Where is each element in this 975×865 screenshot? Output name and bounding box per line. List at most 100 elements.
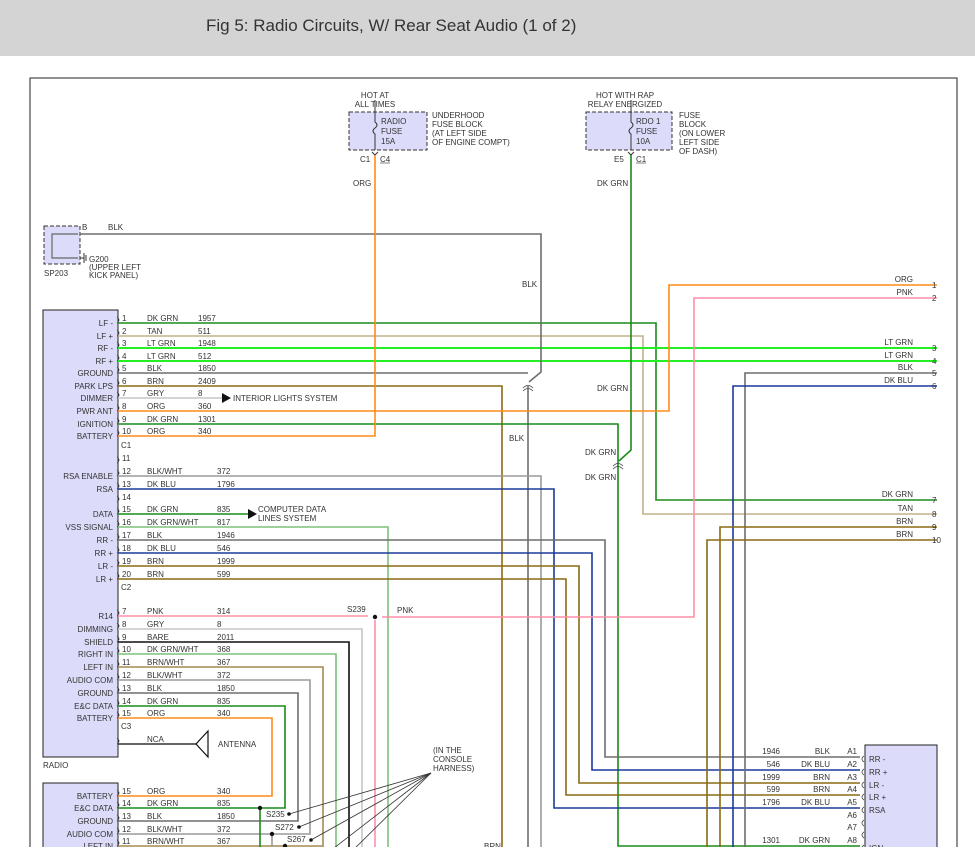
radio-pin-function: DATA [93, 510, 114, 519]
wire-color-label: BLK [509, 434, 525, 443]
radio-pin-function: R14 [98, 612, 113, 621]
module-pin-function: RSA [869, 806, 886, 815]
pin-number: 14 [122, 493, 131, 502]
wire [118, 653, 337, 847]
connector-pin-mark [116, 341, 120, 349]
pin-number: 9 [122, 633, 127, 642]
ground-label: (UPPER LEFT [89, 263, 141, 272]
splice-label: S272 [275, 823, 294, 832]
wire-color-label: BRN [896, 530, 913, 539]
connector-pin-mark [116, 546, 120, 554]
circuit-number: 835 [217, 505, 231, 514]
circuit-number: 1796 [217, 480, 235, 489]
pin-number: 11 [122, 658, 131, 667]
wire-color-label: ORG [353, 179, 371, 188]
pin-number: A8 [847, 836, 857, 845]
circuit-number: 1999 [217, 557, 235, 566]
pin-number: 14 [122, 697, 131, 706]
module-pin-function: E&C DATA [74, 804, 113, 813]
wire-color-label: BLK [108, 223, 124, 232]
pin-number: 9 [932, 523, 937, 532]
connector-pin-mark [116, 520, 120, 528]
leader-arrow-icon [309, 838, 313, 842]
wire-color-label: BLK [815, 747, 831, 756]
radio-pin-function: BATTERY [77, 714, 114, 723]
pin-number: A4 [847, 785, 857, 794]
underhood-fuse-block [348, 111, 428, 151]
wire-color-label: BLK [147, 364, 163, 373]
module-pin-function: RR - [869, 755, 886, 764]
circuit-number: 2011 [217, 633, 235, 642]
page-title: Fig 5: Radio Circuits, W/ Rear Seat Audi… [206, 16, 577, 35]
wire-color-label: ORG [147, 427, 165, 436]
module-pin-function: IGN [869, 844, 883, 853]
radio-pin-function: LR - [98, 562, 113, 571]
connector-pin-mark [116, 814, 120, 822]
connector-label: C4 [380, 155, 391, 164]
circuit-number: 367 [217, 658, 231, 667]
pin-number: 19 [122, 557, 131, 566]
wire [118, 385, 503, 847]
leader-arrow-icon [287, 812, 291, 816]
radio-pin-function: RF + [95, 357, 113, 366]
ground-icon [80, 253, 87, 263]
pin-number: A2 [847, 760, 857, 769]
pin-number: 11 [122, 837, 131, 846]
pin-number: 4 [932, 357, 937, 366]
fuse-block-label: FUSE [679, 111, 700, 120]
pin-number: 6 [932, 382, 937, 391]
radio-pin-function: DIMMER [81, 394, 114, 403]
fuse-icon [372, 100, 378, 150]
wire-color-label: BRN [896, 517, 913, 526]
circuit-number: 367 [217, 837, 231, 846]
wire [118, 155, 376, 437]
connector-pin-mark [116, 622, 120, 630]
pin-number: 14 [122, 799, 131, 808]
wire-color-label: BRN [813, 785, 830, 794]
circuit-number: 340 [217, 787, 231, 796]
connector-pin-mark [116, 379, 120, 387]
wire [80, 233, 542, 383]
wire-color-label: DK GRN [147, 799, 178, 808]
wire-color-label: LT GRN [147, 352, 176, 361]
pin-number: 5 [932, 369, 937, 378]
circuit-number: 546 [767, 760, 781, 769]
pin-number: 7 [122, 389, 127, 398]
circuit-number: 314 [217, 607, 231, 616]
wire [118, 628, 363, 847]
connector-pin-mark [116, 647, 120, 655]
fuse-name: RDO 1 [636, 117, 661, 126]
connector-pin-mark [116, 839, 120, 847]
console-harness-note: CONSOLE [433, 755, 472, 764]
wire-color-label: DK BLU [801, 760, 830, 769]
connector-pin-mark [861, 806, 865, 814]
circuit-number: 1850 [198, 364, 216, 373]
antenna-label: ANTENNA [218, 740, 257, 749]
wire-color-label: DK GRN [597, 384, 628, 393]
connector-pin-mark [116, 507, 120, 515]
circuit-number: 512 [198, 352, 212, 361]
pin-number: 15 [122, 787, 131, 796]
wire-color-label: BLK [147, 684, 163, 693]
pin-number: 12 [122, 467, 131, 476]
wire-color-label: DK GRN/WHT [147, 645, 199, 654]
module-pin-function: BATTERY [77, 792, 114, 801]
connector-pin-mark [116, 469, 120, 477]
wire [118, 717, 273, 797]
connector-pin-mark [116, 801, 120, 809]
wire [118, 335, 937, 515]
ground-label: G200 [89, 255, 109, 264]
wire-color-label: LT GRN [884, 351, 913, 360]
pin-number: 5 [122, 364, 127, 373]
console-harness-note: HARNESS) [433, 764, 475, 773]
wire-color-label: BLK [522, 280, 538, 289]
wire [118, 692, 299, 822]
wire-color-label: GRY [147, 620, 165, 629]
connector-pin-mark [116, 660, 120, 668]
module-pin-function: LR - [869, 781, 884, 790]
diagram-frame [29, 77, 958, 847]
wire-color-label: BARE [147, 633, 169, 642]
wire-color-label: ORG [147, 787, 165, 796]
circuit-number: 835 [217, 799, 231, 808]
splice-s239 [372, 614, 378, 620]
